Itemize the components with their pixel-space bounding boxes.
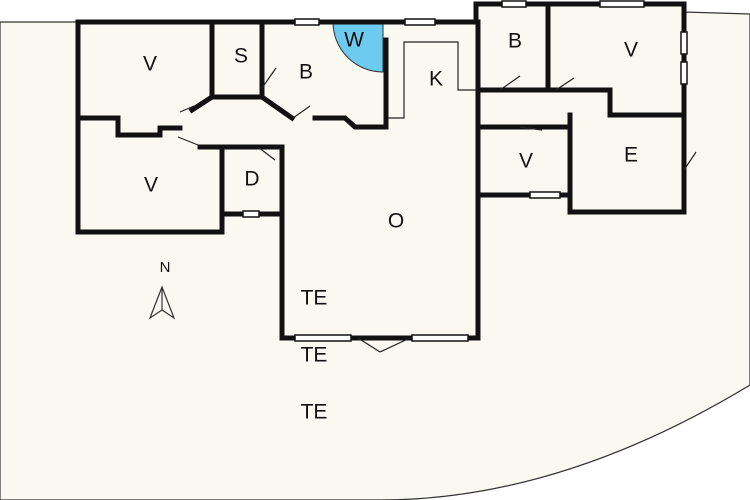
north-arrow-icon xyxy=(148,285,176,320)
room-labels: V S B W K B V V D O V E TE TE TE xyxy=(143,29,638,424)
compass: N xyxy=(148,259,176,320)
windows xyxy=(242,0,688,342)
room-label-b2: B xyxy=(508,30,522,53)
compass-north-label: N xyxy=(160,259,171,276)
room-label-te1: TE xyxy=(301,287,328,310)
room-label-d: D xyxy=(244,168,259,191)
room-label-te3: TE xyxy=(301,401,328,424)
room-label-e: E xyxy=(624,144,638,167)
room-label-b1: B xyxy=(299,61,313,84)
room-label-v1: V xyxy=(143,53,157,76)
room-label-v3: V xyxy=(144,174,158,197)
wet-room-area xyxy=(332,21,384,73)
kitchen-counter xyxy=(388,41,478,119)
room-label-w: W xyxy=(344,29,364,52)
room-label-te2: TE xyxy=(301,344,328,367)
doors xyxy=(177,67,697,353)
room-label-v4: V xyxy=(519,150,533,173)
room-label-o: O xyxy=(388,210,404,233)
room-label-s: S xyxy=(234,45,248,68)
room-label-k: K xyxy=(429,68,443,91)
room-label-v2: V xyxy=(624,39,638,62)
interior-walls xyxy=(75,5,687,217)
